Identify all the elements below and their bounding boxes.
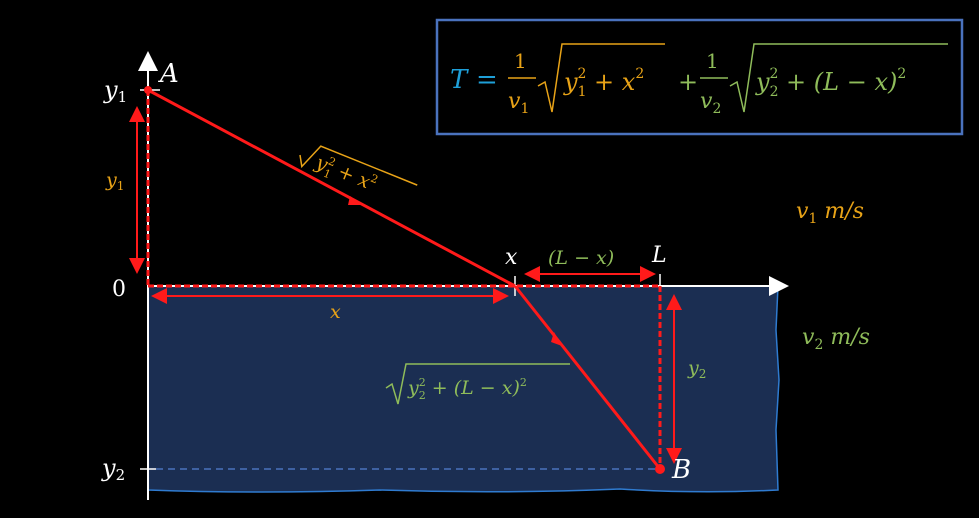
formula-numerator-1: 1 bbox=[514, 49, 527, 73]
label-v2-speed: v2 m/s bbox=[802, 325, 870, 353]
formula-plus: + bbox=[678, 68, 698, 96]
label-y1-axis: y1 bbox=[103, 76, 127, 106]
svg-text:y12 + x2: y12 + x2 bbox=[311, 150, 380, 198]
formula-v2: v2 bbox=[700, 89, 721, 117]
label-L-minus-x: (L − x) bbox=[548, 247, 614, 269]
path-segment-air bbox=[147, 88, 516, 288]
label-y1-length: y1 bbox=[105, 169, 124, 193]
formula-radical-1: y12 + x2 bbox=[563, 66, 644, 100]
label-v1-speed: v1 m/s bbox=[796, 199, 864, 227]
formula-equals: = bbox=[476, 65, 498, 95]
label-B: B bbox=[671, 455, 691, 485]
label-x-top: x bbox=[505, 245, 518, 270]
label-zero: 0 bbox=[112, 277, 126, 302]
formula-radical-2: y22 + (L − x)2 bbox=[755, 66, 906, 100]
direction-arrow-air bbox=[348, 196, 362, 205]
water-region bbox=[147, 285, 780, 493]
point-B bbox=[655, 464, 665, 474]
point-A bbox=[144, 86, 152, 94]
label-L: L bbox=[651, 243, 667, 268]
path-length-water-label: y22 + (L − x)2 bbox=[385, 363, 570, 405]
formula-numerator-2: 1 bbox=[706, 49, 719, 73]
label-y2-length: y2 bbox=[687, 357, 706, 381]
label-x-length: x bbox=[330, 301, 341, 323]
path-segment-water bbox=[513, 285, 662, 470]
label-A: A bbox=[158, 59, 179, 89]
svg-text:y22 + (L − x)2: y22 + (L − x)2 bbox=[407, 376, 527, 402]
formula-T: T bbox=[450, 65, 469, 95]
formula-v1: v1 bbox=[508, 89, 529, 117]
formula-box: T = 1 v1 y12 + x2 + 1 v2 y22 + (L − x)2 bbox=[435, 18, 964, 136]
direction-arrow-water bbox=[551, 332, 562, 346]
label-y2-axis: y2 bbox=[101, 454, 125, 484]
